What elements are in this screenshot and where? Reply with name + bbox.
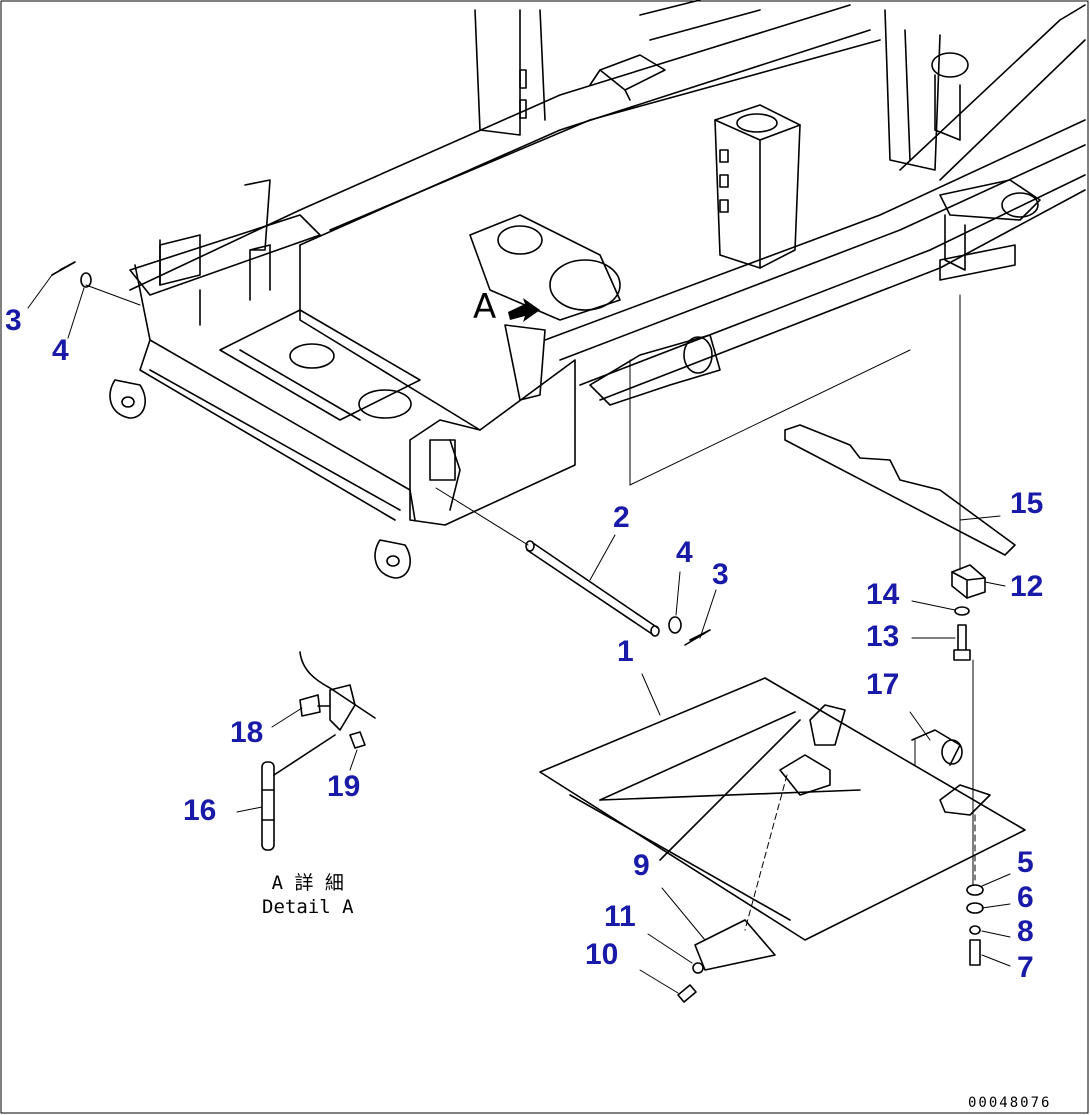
bracket-plate	[694, 919, 776, 971]
view-arrow-icon	[508, 298, 540, 322]
cotter-pin-part	[51, 261, 76, 276]
callout-9[interactable]: 9	[633, 849, 650, 882]
washer-part	[966, 884, 984, 896]
bolt-part	[677, 984, 697, 1003]
plug-part	[911, 729, 961, 766]
callout-6[interactable]: 6	[1017, 881, 1034, 914]
detail-a-drawing	[261, 651, 376, 851]
callout-19[interactable]: 19	[327, 770, 361, 803]
spacer-block	[951, 564, 986, 599]
callout-15[interactable]: 15	[1010, 487, 1044, 520]
callout-3-left[interactable]: 3	[5, 304, 22, 337]
callout-8[interactable]: 8	[1017, 915, 1034, 948]
callout-18[interactable]: 18	[230, 716, 264, 749]
main-frame	[109, 0, 1086, 579]
callout-1[interactable]: 1	[617, 635, 634, 668]
washer-part	[80, 272, 92, 288]
detail-a-label-en: Detail A	[262, 895, 354, 918]
callout-11[interactable]: 11	[604, 900, 636, 933]
washer-part	[668, 616, 682, 634]
callout-14[interactable]: 14	[866, 578, 900, 611]
callout-17[interactable]: 17	[866, 668, 900, 701]
callout-3-right[interactable]: 3	[712, 558, 729, 591]
bolt-part	[953, 624, 971, 661]
drawing-code: 00048076	[968, 1095, 1052, 1111]
pin-part	[525, 540, 660, 637]
callout-4-right[interactable]: 4	[676, 536, 693, 569]
washer-part	[692, 962, 704, 974]
leader-lines	[27, 274, 1011, 994]
cotter-pin-part	[684, 629, 711, 646]
undercover-plate	[539, 677, 1026, 941]
callout-4-left[interactable]: 4	[52, 334, 69, 367]
cover-plate	[784, 424, 1016, 556]
callout-7[interactable]: 7	[1017, 951, 1034, 984]
callout-12[interactable]: 12	[1010, 570, 1044, 603]
washer-part	[969, 925, 981, 935]
view-reference-letter: A	[473, 287, 497, 327]
callout-5[interactable]: 5	[1017, 846, 1034, 879]
assembly-lines	[85, 284, 976, 931]
spring-washer-part	[966, 902, 984, 914]
bolt-part	[969, 939, 981, 966]
detail-a-label: A 詳 細 Detail A	[262, 872, 354, 920]
detail-a-label-jp: A 詳 細	[271, 872, 344, 894]
callout-13[interactable]: 13	[866, 620, 900, 653]
callout-16[interactable]: 16	[183, 794, 217, 827]
washer-part	[954, 606, 970, 616]
callout-10[interactable]: 10	[585, 938, 619, 971]
callout-2[interactable]: 2	[613, 501, 630, 534]
